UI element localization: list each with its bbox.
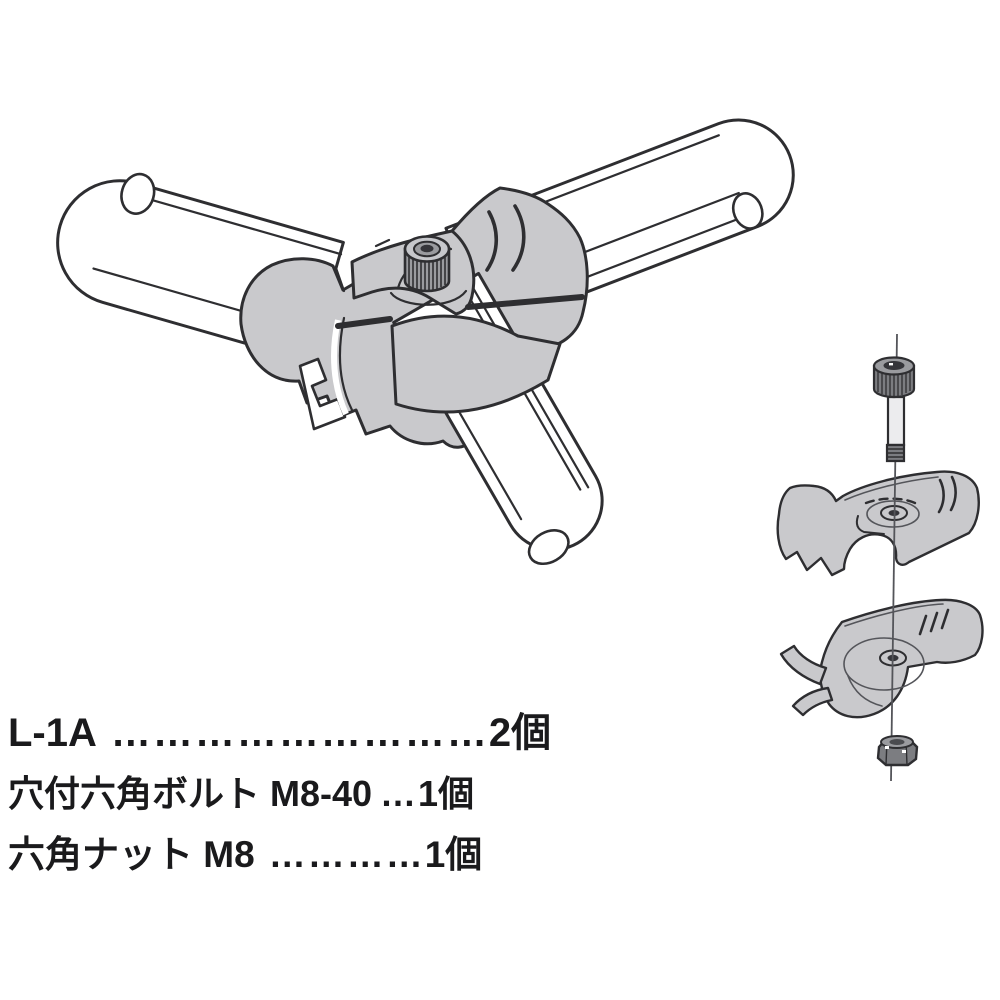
main-assembly-drawing: [56, 118, 795, 566]
exploded-view-drawing: [776, 333, 984, 782]
clamp-half-upper: [776, 470, 980, 577]
part-name: 六角ナット M8: [8, 834, 255, 876]
parts-list-row: 穴付六角ボルト M8-40 … 1個: [8, 773, 474, 814]
part-name: 穴付六角ボルト M8-40: [8, 773, 373, 814]
parts-list: L-1A ……………………… 2個 穴付六角ボルト M8-40 … 1個 六角ナ…: [8, 710, 551, 877]
parts-list-row: L-1A ……………………… 2個: [8, 710, 551, 756]
dot-leader: …………: [268, 834, 425, 876]
part-qty: 2個: [488, 711, 552, 755]
clamp-saddle-band: [390, 314, 562, 414]
socket-bolt-head: [403, 235, 451, 293]
pipe-left-open-end-lip: [120, 172, 156, 215]
clamp-claw-notch: [298, 357, 347, 431]
parts-list-row: 六角ナット M8 ………… 1個: [8, 834, 482, 877]
hex-nut: [876, 735, 919, 767]
pipe-down-open-end-lip: [527, 529, 570, 566]
dot-leader: ………………………: [110, 711, 489, 755]
clamp-seam: [335, 316, 393, 329]
clamp-hatch-lines: [485, 210, 499, 272]
socket-head-bolt: [872, 356, 916, 463]
dot-leader: …: [380, 773, 419, 814]
clamp-half-lower: [779, 598, 984, 719]
hex-socket: [420, 244, 434, 253]
pipe-right-open-end-lip: [731, 192, 764, 230]
part-name: L-1A: [8, 711, 97, 755]
part-qty: 1個: [424, 834, 483, 876]
part-qty: 1個: [418, 773, 475, 814]
